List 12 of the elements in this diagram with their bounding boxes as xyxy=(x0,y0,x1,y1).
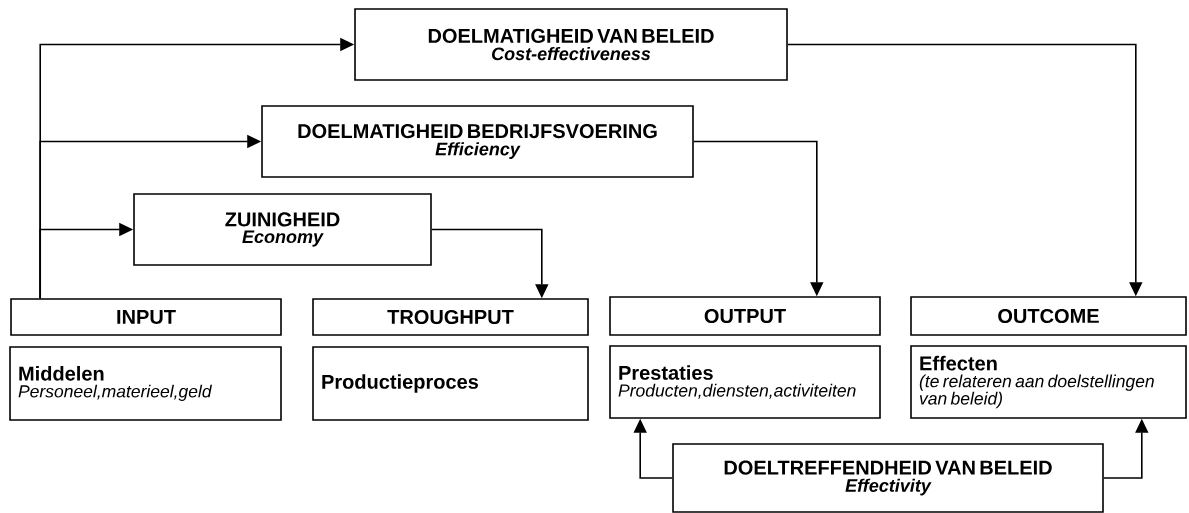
header-box: OUTCOME xyxy=(910,296,1187,336)
header-box: TROUGHPUT xyxy=(312,298,589,336)
heading-box: DOELMATIGHEID BEDRIJFSVOERING Efficiency xyxy=(261,105,694,178)
heading-box: DOELTREFFENDHEID VAN BELEID Effectivity xyxy=(672,443,1104,513)
description-box: Prestaties Producten,diensten,activiteiten xyxy=(609,345,881,419)
header-box: OUTPUT xyxy=(609,296,881,336)
description-box: Productieproces xyxy=(312,346,589,421)
description-box: Effecten (te relateren aan doelstellingen van beleid) xyxy=(910,345,1187,419)
heading-box: ZUINIGHEID Economy xyxy=(133,193,432,266)
header-box: INPUT xyxy=(10,298,282,336)
description-box: Middelen Personeel,materieel,geld xyxy=(9,346,282,421)
heading-box: DOELMATIGHEID VAN BELEID Cost-effectiveness xyxy=(354,8,788,81)
